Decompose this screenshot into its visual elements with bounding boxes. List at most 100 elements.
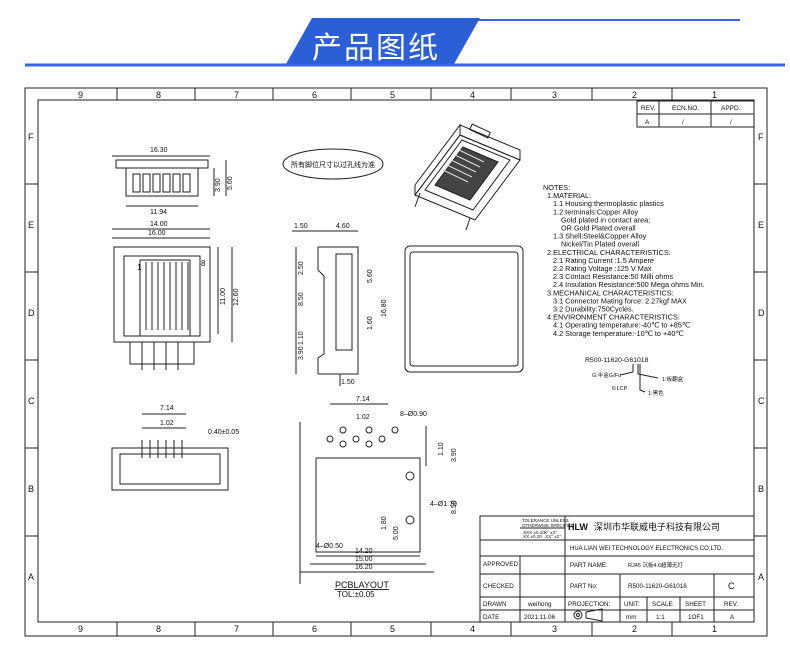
top-dim-height: 5.60	[227, 176, 234, 190]
part-no-value: R500-11620-G61018	[628, 583, 687, 590]
scale-value: 1:1	[656, 614, 665, 621]
sheet-label: SHEET	[685, 601, 706, 608]
note-line: 1.2 terminals:Copper Alloy	[553, 207, 639, 216]
rear-view	[404, 245, 524, 373]
grid-row-C: C	[758, 396, 765, 406]
note-line: 1.3 Shell:Steel&Copper Alloy	[553, 232, 647, 241]
grid-row-E: E	[28, 220, 34, 230]
bottom-dim-3: 0.40±0.05	[208, 429, 239, 436]
pcb-dim-4: 1.10	[438, 442, 445, 456]
note-line: Nickel/Tin Plated overall	[561, 240, 639, 249]
grid-col-top-1: 1	[712, 90, 717, 100]
grid-col-top-9: 9	[78, 90, 83, 100]
callout-1: G:半金G/Fu	[592, 371, 621, 379]
note-line: 2.ELECTRICAL CHARACTERISTICS:	[547, 248, 671, 257]
grid-col-bottom-8: 8	[156, 624, 161, 634]
grid-row-B: B	[758, 484, 764, 494]
rev-letter: C	[728, 581, 735, 591]
side-dim-10: 1.50	[341, 379, 355, 386]
tolerance-header-2: OTHERWISE SPECIFIED	[522, 523, 575, 528]
grid-row-A: A	[28, 572, 34, 582]
tol-3: X° ±3°	[544, 530, 557, 535]
note-bubble-text: 所有脚位尺寸以过孔线为准	[291, 160, 375, 169]
grid-row-D: D	[28, 308, 35, 318]
grid-col-top-5: 5	[390, 90, 395, 100]
grid-col-bottom-3: 3	[552, 624, 557, 634]
approved-label: APPROVED	[483, 561, 518, 568]
top-dim-width: 16.30	[150, 147, 168, 154]
note-line: 2.1 Rating Current :1.5 Ampere	[553, 256, 654, 265]
pcb-dim-7: 5.00	[393, 526, 400, 540]
projection-symbol-icon	[573, 608, 603, 622]
front-dim-outer: 16.00	[148, 230, 166, 237]
note-line: Gold plated in contact area:	[561, 215, 650, 224]
pcb-layout-title: PCBLAYOUT	[335, 580, 389, 590]
grid-col-bottom-7: 7	[234, 624, 239, 634]
grid-col-top-4: 4	[470, 90, 475, 100]
note-line: OR Gold Plated overall	[561, 224, 636, 233]
grid-col-bottom-6: 6	[312, 624, 317, 634]
part-no-label: PART No:	[570, 583, 598, 590]
tol-4: .XX° ±2°	[544, 534, 561, 539]
note-bubble: 所有脚位尺寸以过孔线为准	[282, 148, 384, 180]
note-line: 1.1 Housing:thermoplastic plastics	[553, 199, 664, 208]
drawn-label: DRAWN	[483, 601, 507, 608]
callout-4: 1:黑色	[648, 389, 664, 397]
grid-row-F: F	[28, 132, 34, 142]
front-dim-height1: 11.00	[220, 288, 227, 305]
grid-row-E: E	[758, 220, 764, 230]
front-view: 14.00 16.00 1 8 11.00 12.60	[112, 221, 240, 370]
note-line: 4.2 Storage temperature:-10℃ to +40℃	[553, 329, 684, 338]
note-line: 4.1 Operating temperature:-40℃ to +85℃	[553, 321, 690, 330]
pcb-layout-view: 7.14 1.02 8–Ø0.90 1.10 3.90 1.80 5.00 8.…	[299, 396, 458, 599]
title-block: TOLERANCE UNLESS OTHERWISE SPECIFIED .XX…	[479, 515, 755, 623]
side-dim-1: 1.50	[294, 223, 308, 230]
grid-col-bottom-4: 4	[470, 624, 475, 634]
note-line: 3.1 Connector Mating force: 2.27kgf MAX	[553, 296, 687, 305]
rev-value: A	[645, 119, 650, 126]
side-dim-7: 1.60	[367, 316, 374, 330]
drawn-value: weihong	[527, 601, 552, 608]
note-line: NOTES:	[543, 183, 570, 192]
revision-table: REV. ECN.NO. APPD. A / /	[636, 100, 755, 128]
drawing-border-outer	[24, 87, 768, 637]
pin-last-label: 8	[201, 259, 206, 268]
checked-label: CHECKED	[483, 583, 514, 590]
side-dim-5: 16.80	[381, 299, 388, 317]
side-dim-2: 4.60	[336, 223, 350, 230]
callout-2: 6:LCP	[612, 386, 628, 392]
ecn-value: /	[682, 119, 684, 126]
pcb-dim-13: 16.20	[355, 564, 373, 571]
date-value: 2021.11.06	[524, 614, 556, 621]
company-logo: HLW	[568, 522, 589, 532]
rev-label: REV.	[724, 601, 738, 608]
top-view: 16.30 11.94 3.90 5.60	[112, 147, 234, 216]
grid-col-top-6: 6	[312, 90, 317, 100]
note-line: 2.3 Contact Resistance:50 Milli ohms	[553, 272, 673, 281]
isometric-view	[414, 123, 521, 231]
side-dim-9: 3.90	[298, 346, 305, 360]
appd-header: APPD.	[721, 105, 741, 112]
grid-row-B: B	[28, 484, 34, 494]
sheet-value: 1OF1	[688, 614, 704, 621]
part-name-value: RJ45 沉板4.6超薄无灯	[628, 561, 684, 569]
bottom-dim-1: 7.14	[160, 405, 174, 412]
note-line: 3.2 Durability:750Cycles.	[553, 305, 634, 314]
side-dim-4: 5.60	[367, 269, 374, 283]
company-name-cn: 深圳市华联威电子科技有限公司	[594, 521, 720, 532]
rev-header: REV.	[641, 105, 656, 112]
appd-value: /	[730, 119, 732, 126]
pcb-dim-9: 4–Ø1.70	[430, 501, 457, 508]
bottom-view: 7.14 1.02 0.40±0.05	[111, 405, 239, 491]
company-name-en: HUA LIAN WEI TECHNOLOGY ELECTRONICS CO;L…	[570, 546, 723, 552]
header-banner	[25, 18, 785, 67]
note-line: 4.ENVIRONMENT CHARACTERISTICS:	[547, 313, 680, 322]
ecn-header: ECN.NO.	[672, 105, 699, 112]
pin-first-label: 1	[137, 263, 142, 272]
side-dim-3: 2.50	[298, 261, 305, 275]
scale-label: SCALE	[652, 601, 673, 608]
pcb-dim-2: 1.02	[356, 414, 370, 421]
note-line: 1.MATERIAL:	[547, 191, 591, 200]
top-dim-inner: 11.94	[150, 209, 167, 216]
top-dim-depth: 3.90	[215, 178, 222, 192]
